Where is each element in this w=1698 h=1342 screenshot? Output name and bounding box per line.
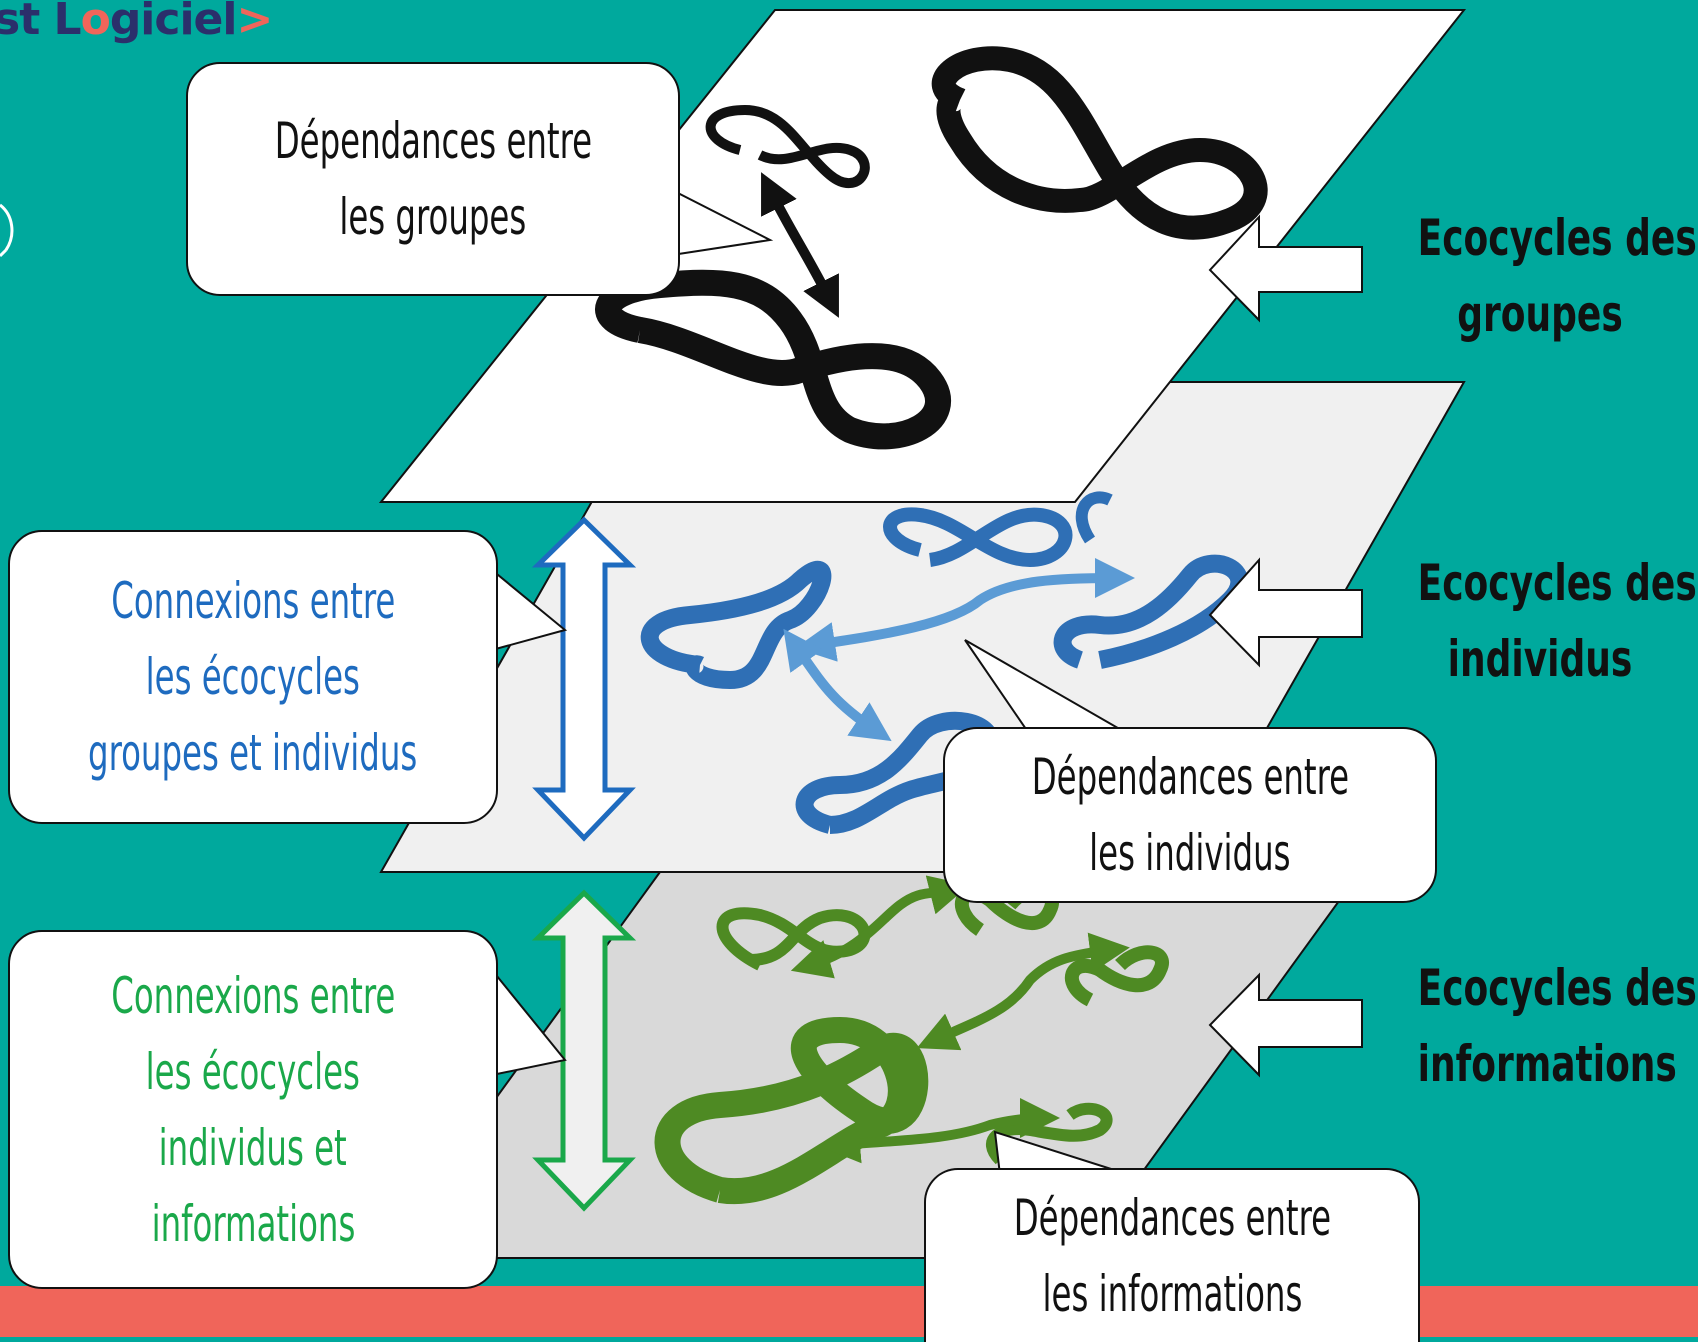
callout-line: groupes et individus — [88, 724, 418, 782]
layer-label-line: informations — [1417, 1035, 1677, 1093]
callout-line: les individus — [1089, 824, 1291, 882]
connection-arrow-groups-individuals — [531, 516, 637, 842]
information-arrow-1 — [790, 875, 970, 979]
logo-chevron: > — [236, 0, 273, 45]
layer-label-information: Ecocycles des informations — [1370, 950, 1698, 1102]
information-dependency-arrows — [790, 875, 1130, 1164]
individuals-layer-pointer — [1208, 557, 1363, 668]
callout-line: les groupes — [339, 188, 527, 246]
layer-label-line: groupes — [1457, 285, 1623, 343]
callout-line: Dépendances entre — [274, 112, 592, 170]
callout-line: individus et — [158, 1118, 348, 1177]
information-arrow-3 — [820, 1098, 1060, 1164]
callout-information-dependencies: Dépendances entre les informations — [924, 1168, 1420, 1342]
group-cycle-large-top — [931, 46, 1268, 240]
callout-line: Connexions entre — [110, 572, 396, 630]
callout-line: Dépendances entre — [1013, 1189, 1331, 1247]
layer-label-line: individus — [1447, 630, 1633, 688]
information-layer-pointer — [1208, 972, 1363, 1078]
bottom-bar — [0, 1286, 1698, 1337]
individuals-dependency-arrows — [783, 558, 1135, 742]
individual-cycle-4 — [795, 711, 1001, 834]
callout-groups-individuals-connections: Connexions entre les écocycles groupes e… — [8, 530, 498, 824]
callout-line: les écocycles — [145, 1042, 361, 1101]
callout-line: les informations — [1042, 1265, 1302, 1323]
layer-label-line: Ecocycles des — [1417, 209, 1697, 267]
information-arrow-2 — [916, 932, 1130, 1051]
callout-line: Connexions entre — [110, 966, 396, 1025]
connection-arrow-individuals-information — [531, 889, 637, 1212]
callout-line: les écocycles — [145, 648, 361, 706]
layer-label-line: Ecocycles des — [1417, 554, 1697, 612]
layer-label-groups: Ecocycles des groupes — [1370, 200, 1698, 352]
layer-label-line: Ecocycles des — [1417, 959, 1697, 1017]
callout-line: Dépendances entre — [1031, 748, 1349, 806]
callout-individuals-dependencies: Dépendances entre les individus — [943, 727, 1437, 903]
logo-bug-icon: o — [80, 0, 111, 45]
individual-cycle-5 — [1075, 491, 1113, 544]
brand-logo: st Logiciel> — [0, 0, 273, 45]
logo-text-start: st L — [0, 0, 82, 45]
callout-groups-dependencies: Dépendances entre les groupes — [186, 62, 680, 296]
groups-plane — [378, 9, 1467, 503]
callout-individuals-information-connections: Connexions entre les écocycles individus… — [8, 930, 498, 1289]
groups-layer-pointer — [1208, 214, 1363, 323]
layer-label-individuals: Ecocycles des individus — [1370, 545, 1698, 697]
logo-text-middle: giciel — [109, 0, 238, 45]
side-decoration-icon — [0, 203, 14, 258]
callout-line: informations — [151, 1194, 355, 1253]
groups-dependency-arrow — [761, 172, 839, 318]
individual-arrow-2 — [783, 628, 892, 742]
